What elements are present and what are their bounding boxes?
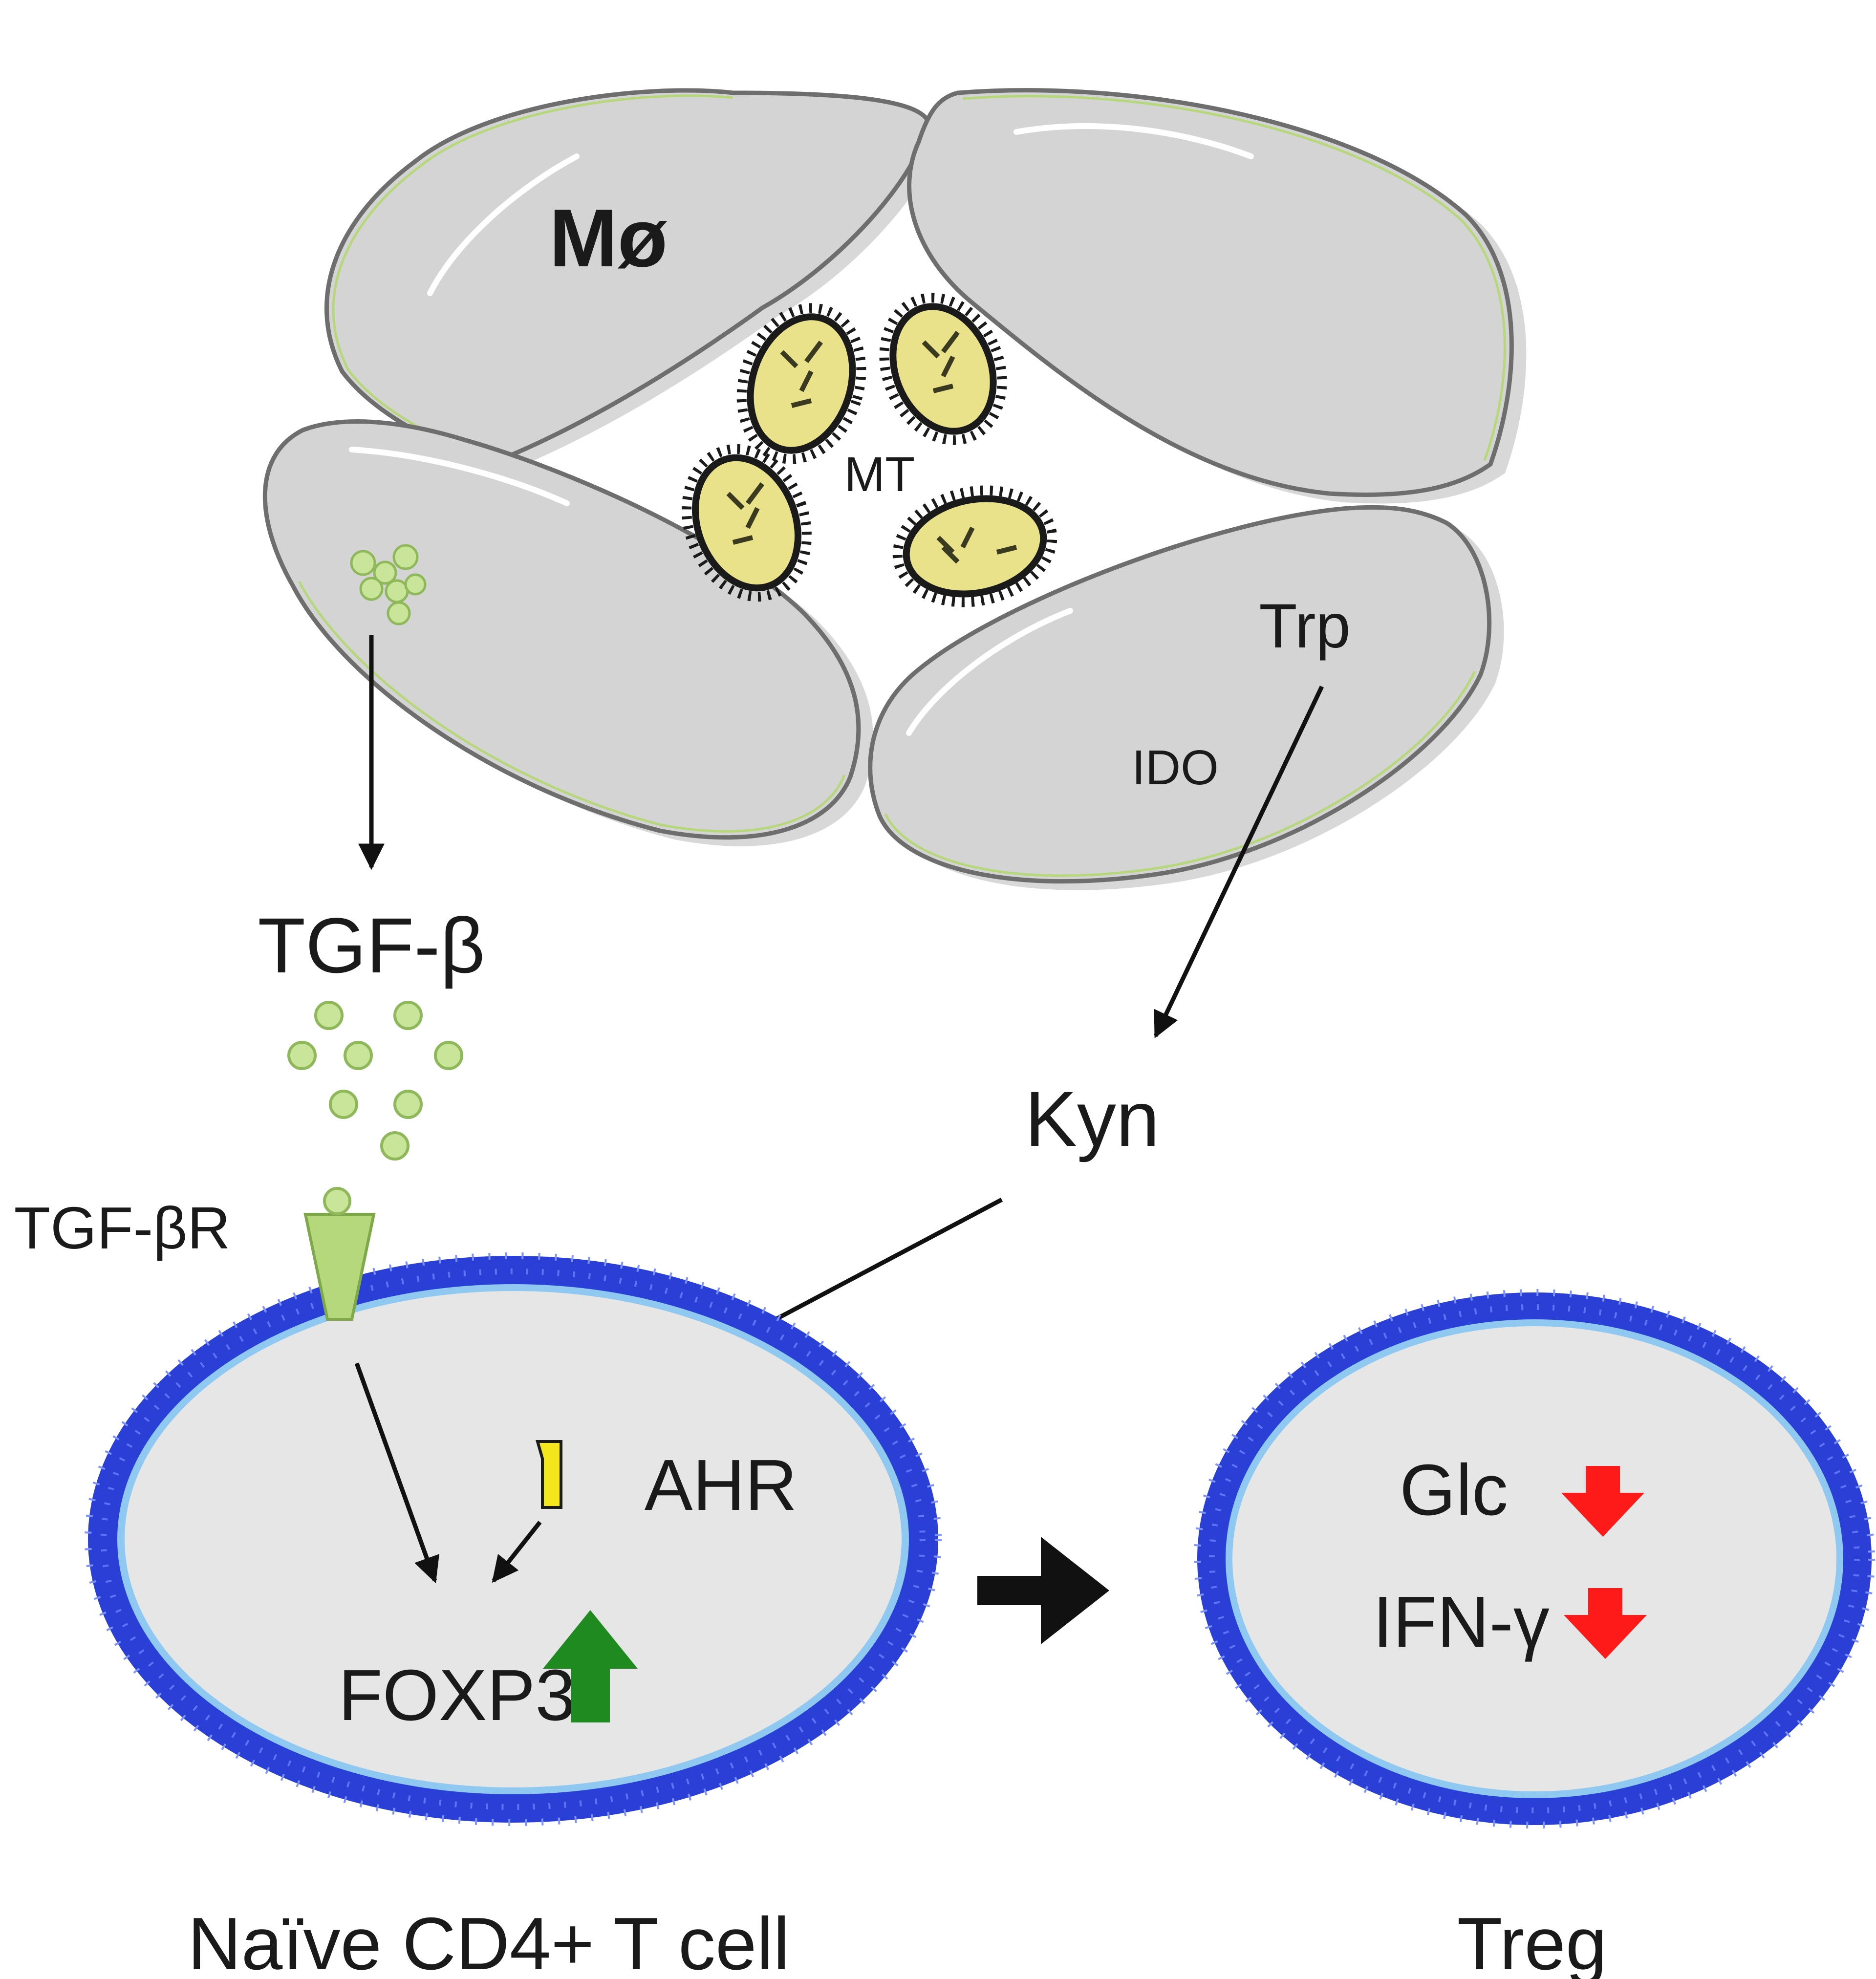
foxp3-label: FOXP3	[338, 1655, 575, 1736]
tgf-beta-label: TGF-β	[258, 902, 485, 989]
treg-cell	[1194, 1289, 1875, 1828]
mtb-bacterium-4	[892, 485, 1057, 607]
arrow-receptor-to-foxp3	[354, 1362, 439, 1584]
macrophage-cluster	[262, 88, 1527, 890]
ifn-gamma-down-arrow-icon	[1564, 1588, 1647, 1659]
arrow-trp-to-kyn	[1153, 686, 1324, 1038]
arrow-ahr-to-foxp3	[492, 1521, 542, 1583]
glc-label: Glc	[1400, 1450, 1508, 1530]
macrophage-cell-bottom-left	[262, 419, 873, 846]
ahr-label: AHR	[645, 1445, 797, 1526]
ahr-icon	[536, 1440, 562, 1509]
ifn-gamma-label: IFN-γ	[1373, 1582, 1550, 1662]
mtb-bacterium-1	[736, 303, 866, 464]
tgf-vesicle-cluster	[350, 544, 427, 625]
transition-arrow-icon	[977, 1537, 1109, 1644]
kyn-label: Kyn	[1025, 1075, 1160, 1162]
treg-caption: Treg	[1457, 1902, 1607, 1979]
tgf-beta-particles	[287, 1001, 463, 1161]
trp-label: Trp	[1259, 591, 1350, 661]
mycobacteria-group	[682, 293, 1057, 607]
glc-down-arrow-icon	[1561, 1466, 1644, 1537]
macrophage-label: Mø	[549, 192, 668, 284]
macrophage-cell-bottom-right	[868, 505, 1504, 890]
macrophage-cell-top-left	[324, 88, 943, 473]
naive-cell-caption: Naïve CD4+ T cell	[188, 1902, 790, 1979]
ido-label: IDO	[1132, 740, 1219, 795]
tgf-beta-receptor-label: TGF-βR	[14, 1195, 231, 1261]
foxp3-up-arrow-icon	[543, 1610, 638, 1722]
naive-cd4-t-cell	[85, 1252, 942, 1826]
macrophage-cell-top-right	[907, 88, 1527, 504]
mtb-bacterium-3	[682, 444, 812, 602]
tgf-beta-receptor	[303, 1187, 376, 1321]
mtb-label: MT	[844, 447, 915, 502]
mtb-bacterium-2	[879, 293, 1007, 445]
